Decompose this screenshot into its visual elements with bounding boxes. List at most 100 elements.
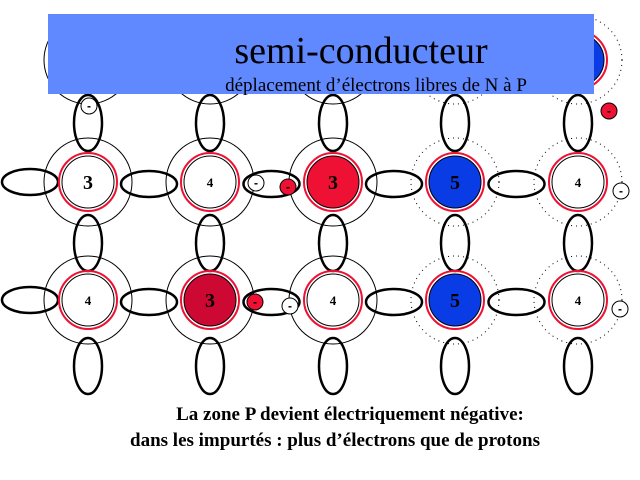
- horizontal-bond: [487, 287, 546, 317]
- atom-core: [61, 273, 115, 327]
- atom-core: [183, 155, 237, 209]
- horizontal-bond: [242, 287, 301, 317]
- caption-line-1: La zone P devient électriquement négativ…: [176, 404, 524, 425]
- atom: 5: [425, 152, 485, 212]
- atom: 4: [303, 270, 363, 330]
- electron-sign: -: [253, 295, 257, 309]
- atom-core: [551, 155, 605, 209]
- atom-charge-label: 4: [85, 293, 92, 308]
- atom-charge-label: 5: [450, 290, 460, 312]
- electron-sign: -: [254, 176, 258, 190]
- free-electron: -: [246, 293, 264, 311]
- vertical-bond: [317, 336, 349, 396]
- bound-electron: -: [247, 174, 265, 192]
- inner-ring: [548, 270, 608, 330]
- electron-sign: -: [286, 180, 290, 194]
- vertical-bond: [439, 336, 471, 396]
- atom: 4: [548, 270, 608, 330]
- atom-core: [306, 273, 360, 327]
- atom-charge-label: 5: [450, 172, 460, 194]
- slide-title: semi-conducteur: [234, 30, 488, 72]
- vertical-bond: [317, 213, 349, 273]
- horizontal-bond: [119, 287, 179, 317]
- outer-shell: [533, 137, 623, 227]
- inner-ring: [303, 152, 363, 212]
- horizontal-bond: [0, 285, 60, 315]
- atom: 3: [180, 270, 240, 330]
- electron-sign: -: [288, 299, 292, 313]
- atom-core: [428, 273, 482, 327]
- atom-core: [61, 155, 115, 209]
- atom-core: [306, 155, 360, 209]
- atom: 3: [58, 152, 118, 212]
- free-electron: -: [279, 178, 297, 196]
- atom-charge-label: 3: [205, 290, 215, 312]
- outer-shell: [410, 255, 500, 345]
- electron-circle: [281, 297, 299, 315]
- title-banner: semi-conducteur déplacement d’électrons …: [48, 14, 594, 96]
- vertical-bond: [194, 336, 226, 396]
- atom-charge-label: 3: [83, 172, 93, 194]
- atom-charge-label: 4: [207, 175, 214, 190]
- electron-circle: [247, 174, 265, 192]
- vertical-bond: [72, 336, 104, 396]
- atom: 4: [548, 152, 608, 212]
- bound-electron: -: [80, 97, 98, 115]
- atom-core: [183, 273, 237, 327]
- inner-ring: [58, 270, 118, 330]
- electron-circle: [80, 97, 98, 115]
- caption-line-2: dans les impurtés : plus d’électrons que…: [130, 430, 540, 451]
- electron-circle: [246, 293, 264, 311]
- slide-subtitle: déplacement d’électrons libres de N à P: [225, 75, 527, 96]
- bound-electron: -: [611, 300, 629, 318]
- atom-charge-label: 3: [328, 172, 338, 194]
- inner-ring: [180, 270, 240, 330]
- inner-ring: [58, 152, 118, 212]
- atom: 5: [425, 270, 485, 330]
- horizontal-bond: [242, 169, 301, 199]
- horizontal-bond: [119, 169, 179, 199]
- horizontal-bond: [0, 167, 60, 197]
- bound-electron: -: [612, 182, 630, 200]
- outer-shell: [410, 137, 500, 227]
- outer-shell: [533, 255, 623, 345]
- electron-circle: [279, 178, 297, 196]
- atom-charge-label: 4: [575, 293, 582, 308]
- horizontal-bond: [364, 287, 424, 317]
- electron-sign: -: [618, 302, 622, 316]
- inner-ring: [548, 152, 608, 212]
- vertical-bond: [72, 213, 104, 273]
- free-electron: -: [600, 102, 618, 120]
- vertical-bond: [194, 213, 226, 273]
- electron-circle: [600, 102, 618, 120]
- outer-shell: [43, 255, 133, 345]
- vertical-bond: [562, 213, 594, 273]
- atom-charge-label: 4: [575, 175, 582, 190]
- electron-circle: [612, 182, 630, 200]
- inner-ring: [303, 270, 363, 330]
- electron-sign: -: [87, 99, 91, 113]
- horizontal-bond: [487, 169, 546, 199]
- atom: 4: [180, 152, 240, 212]
- vertical-bond: [317, 93, 349, 153]
- inner-ring: [180, 152, 240, 212]
- vertical-bond: [562, 93, 594, 153]
- atom-core: [551, 273, 605, 327]
- vertical-bond: [194, 93, 226, 153]
- vertical-bond: [439, 213, 471, 273]
- electron-sign: -: [607, 104, 611, 118]
- horizontal-bond: [364, 169, 424, 199]
- vertical-bond: [562, 336, 594, 396]
- vertical-bond: [439, 93, 471, 153]
- inner-ring: [425, 152, 485, 212]
- outer-shell: [533, 15, 623, 105]
- electron-circle: [611, 300, 629, 318]
- electron-sign: -: [619, 184, 623, 198]
- atom-core: [428, 155, 482, 209]
- atom: 3: [303, 152, 363, 212]
- outer-shell: [43, 137, 133, 227]
- inner-ring: [425, 270, 485, 330]
- atom: 4: [58, 270, 118, 330]
- atom-charge-label: 4: [330, 293, 337, 308]
